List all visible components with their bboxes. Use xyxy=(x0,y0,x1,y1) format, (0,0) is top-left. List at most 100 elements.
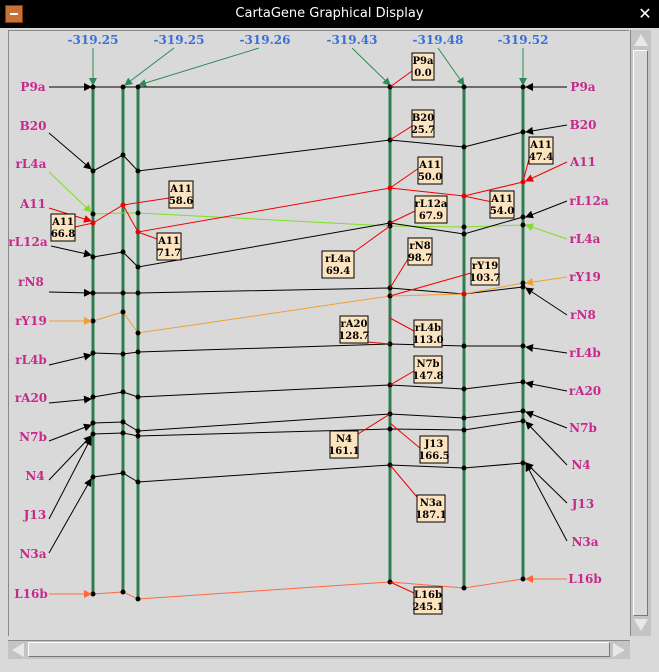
marker-label: rA20 xyxy=(569,384,601,398)
svg-text:P9a: P9a xyxy=(413,56,434,67)
box-ra20: rA20 128.7 xyxy=(338,315,370,344)
box-n7b: N7b 147.8 xyxy=(412,355,444,384)
box-j13: J13 166.5 xyxy=(418,435,450,464)
svg-text:54.0: 54.0 xyxy=(490,206,514,217)
box-a11-71: A11 71.7 xyxy=(156,232,182,261)
svg-text:A11: A11 xyxy=(169,184,192,195)
box-a11-54: A11 54.0 xyxy=(489,190,515,219)
svg-text:69.4: 69.4 xyxy=(326,266,350,277)
map-score: -319.52 xyxy=(498,33,549,47)
marker-label: L16b xyxy=(14,587,48,601)
svg-text:128.7: 128.7 xyxy=(338,331,369,342)
marker-label: N4 xyxy=(25,469,44,483)
svg-text:B20: B20 xyxy=(412,113,434,124)
vertical-scroll-thumb[interactable] xyxy=(633,50,648,616)
window-title: CartaGene Graphical Display xyxy=(235,6,424,21)
box-a11-58: A11 58.6 xyxy=(168,180,194,209)
left-label-arrows xyxy=(48,83,92,598)
svg-text:71.7: 71.7 xyxy=(157,248,181,259)
box-leaders xyxy=(74,70,530,594)
svg-text:rA20: rA20 xyxy=(341,319,368,330)
box-rl12a: rL12a 67.9 xyxy=(414,195,448,224)
svg-text:98.7: 98.7 xyxy=(408,253,432,264)
svg-text:L16b: L16b xyxy=(414,590,442,601)
scroll-left-arrow-icon[interactable] xyxy=(12,643,24,657)
score-arrows xyxy=(89,47,527,87)
title-bar: CartaGene Graphical Display ✕ xyxy=(0,0,659,28)
scroll-down-arrow-icon[interactable] xyxy=(634,619,648,631)
marker-label: rL4a xyxy=(570,232,601,246)
marker-label: A11 xyxy=(569,155,596,169)
marker-label: B20 xyxy=(570,118,597,132)
marker-label: rY19 xyxy=(15,314,47,328)
box-rl4a: rL4a 69.4 xyxy=(321,250,355,279)
box-ry19: rY19 103.7 xyxy=(469,257,501,286)
box-l16b: L16b 245.1 xyxy=(412,586,444,615)
svg-text:rL12a: rL12a xyxy=(415,199,448,210)
marker-label: A11 xyxy=(19,197,46,211)
svg-text:50.0: 50.0 xyxy=(418,172,442,183)
marker-label: N4 xyxy=(571,458,590,472)
svg-text:rN8: rN8 xyxy=(409,241,430,252)
marker-label: J13 xyxy=(23,508,46,522)
box-p9a: P9a 0.0 xyxy=(411,52,435,81)
vertical-scrollbar[interactable] xyxy=(630,30,651,636)
svg-text:J13: J13 xyxy=(424,439,444,450)
right-marker-labels: P9a B20 A11 rL12a rL4a rY19 rN8 rL4b rA2… xyxy=(568,80,609,586)
svg-text:N4: N4 xyxy=(336,434,352,445)
scroll-up-arrow-icon[interactable] xyxy=(634,34,648,46)
marker-label: rL4a xyxy=(16,157,47,171)
svg-text:245.1: 245.1 xyxy=(412,602,443,613)
svg-text:147.8: 147.8 xyxy=(412,371,443,382)
marker-label: N3a xyxy=(19,547,46,561)
horizontal-scroll-thumb[interactable] xyxy=(28,642,610,657)
marker-label: B20 xyxy=(20,119,47,133)
marker-label: P9a xyxy=(20,80,45,94)
svg-text:113.0: 113.0 xyxy=(412,335,443,346)
svg-text:A11: A11 xyxy=(51,217,74,228)
marker-label: N7b xyxy=(569,421,597,435)
window-menu-icon[interactable] xyxy=(5,5,23,23)
svg-text:66.8: 66.8 xyxy=(51,229,75,240)
marker-label: L16b xyxy=(568,572,602,586)
box-rl4b: rL4b 113.0 xyxy=(412,319,444,348)
map-score: -319.26 xyxy=(240,33,291,47)
svg-text:rY19: rY19 xyxy=(472,261,498,272)
svg-text:58.6: 58.6 xyxy=(169,196,193,207)
map-score: -319.43 xyxy=(327,33,378,47)
highlight-dots xyxy=(90,179,526,297)
svg-text:A11: A11 xyxy=(157,236,180,247)
svg-text:25.7: 25.7 xyxy=(411,125,435,136)
marker-label: rA20 xyxy=(15,391,47,405)
svg-text:A11: A11 xyxy=(418,160,441,171)
marker-label: J13 xyxy=(571,497,594,511)
map-score: -319.25 xyxy=(68,33,119,47)
marker-label: N3a xyxy=(571,535,598,549)
box-a11-66: A11 66.8 xyxy=(50,213,76,242)
box-a11-50: A11 50.0 xyxy=(417,156,443,185)
scroll-right-arrow-icon[interactable] xyxy=(613,643,625,657)
position-boxes: P9a 0.0 B20 25.7 A11 50.0 rL12a 67.9 rL4… xyxy=(50,52,554,615)
marker-label: rN8 xyxy=(570,308,596,322)
map-score: -319.25 xyxy=(154,33,205,47)
close-icon[interactable]: ✕ xyxy=(638,4,652,23)
score-labels: -319.25 -319.25 -319.26 -319.43 -319.48 … xyxy=(68,33,549,47)
svg-text:67.9: 67.9 xyxy=(419,211,443,222)
marker-label: P9a xyxy=(570,80,595,94)
horizontal-scrollbar[interactable] xyxy=(8,640,630,659)
svg-text:rL4a: rL4a xyxy=(325,254,351,265)
svg-text:166.5: 166.5 xyxy=(418,451,449,462)
marker-label: N7b xyxy=(19,430,47,444)
box-n4: N4 161.1 xyxy=(328,430,360,459)
map-score: -319.48 xyxy=(413,33,464,47)
right-label-arrows xyxy=(525,83,568,583)
box-a11-47: A11 47.4 xyxy=(528,136,554,165)
svg-text:47.4: 47.4 xyxy=(529,152,553,163)
left-marker-labels: P9a B20 rL4a A11 rL12a rN8 rY19 rL4b rA2… xyxy=(8,80,48,601)
marker-label: rL12a xyxy=(569,194,608,208)
marker-dots xyxy=(90,84,526,602)
marker-label: rL4b xyxy=(569,346,601,360)
marker-links xyxy=(92,86,524,600)
svg-text:A11: A11 xyxy=(490,194,513,205)
svg-text:N7b: N7b xyxy=(416,359,439,370)
